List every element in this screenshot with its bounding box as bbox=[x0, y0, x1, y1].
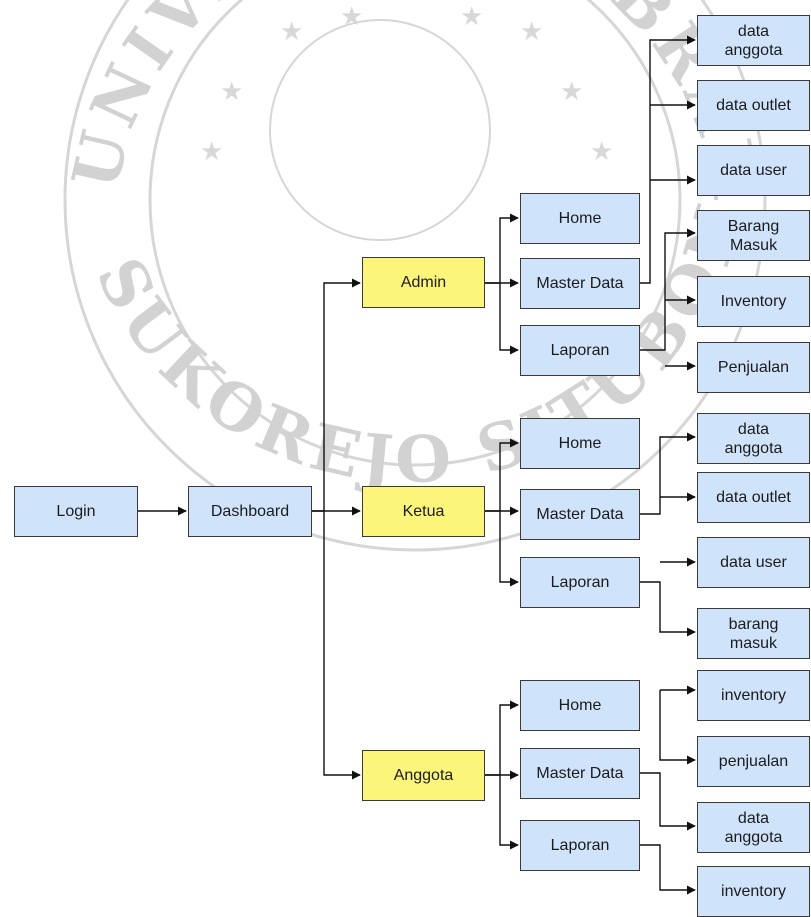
ketua-to-home-connector bbox=[485, 438, 519, 512]
anggota-inventory-node: inventory bbox=[697, 866, 810, 917]
admin-master-data-node: Master Data bbox=[520, 258, 640, 309]
ketua-laporan-node: Laporan bbox=[520, 557, 640, 608]
ketua-laporan-to-barang-masuk-connector bbox=[640, 581, 696, 637]
ketua-penjualan-node: penjualan bbox=[697, 736, 810, 787]
ketua-master-data-node: Master Data bbox=[520, 489, 640, 540]
ketua-home-node: Home bbox=[520, 418, 640, 469]
ketua-role-node: Ketua bbox=[362, 486, 485, 537]
ketua-laporan-to-penjualan-connector bbox=[659, 690, 696, 765]
dashboard-to-anggota-connector bbox=[323, 511, 361, 780]
admin-master-to-data-anggota-connector bbox=[640, 35, 696, 284]
admin-barang-masuk-node: Barang Masuk bbox=[697, 210, 810, 261]
ketua-master-to-data-anggota-connector bbox=[640, 432, 696, 515]
admin-penjualan-node: Penjualan bbox=[697, 342, 810, 393]
admin-inventory-node: Inventory bbox=[697, 276, 810, 327]
dashboard-to-admin-connector bbox=[312, 278, 361, 512]
admin-data-outlet-node: data outlet bbox=[697, 80, 810, 131]
anggota-laporan-node: Laporan bbox=[520, 820, 640, 871]
anggota-home-node: Home bbox=[520, 680, 640, 731]
anggota-laporan-to-inventory-connector bbox=[640, 844, 696, 895]
admin-data-user-node: data user bbox=[697, 145, 810, 196]
anggota-role-node: Anggota bbox=[362, 750, 485, 801]
anggota-to-home-connector bbox=[485, 700, 519, 776]
admin-data-anggota-node: data anggota bbox=[697, 15, 810, 66]
admin-laporan-node: Laporan bbox=[520, 325, 640, 376]
ketua-inventory-node: inventory bbox=[697, 670, 810, 721]
admin-to-home-connector bbox=[485, 213, 519, 284]
anggota-master-data-node: Master Data bbox=[520, 748, 640, 799]
anggota-data-anggota-node: data anggota bbox=[697, 802, 810, 853]
login-node: Login bbox=[14, 486, 138, 537]
admin-to-laporan-connector bbox=[499, 283, 519, 355]
ketua-data-anggota-node: data anggota bbox=[697, 413, 810, 464]
ketua-data-user-node: data user bbox=[697, 537, 810, 588]
ketua-barang-masuk-node: barang masuk bbox=[697, 608, 810, 659]
admin-role-node: Admin bbox=[362, 257, 485, 308]
ketua-to-laporan-connector bbox=[499, 511, 519, 587]
dashboard-node: Dashboard bbox=[188, 486, 312, 537]
admin-laporan-to-barang-masuk-connector bbox=[640, 228, 696, 351]
anggota-master-to-data-anggota-connector bbox=[640, 772, 696, 831]
anggota-to-laporan-connector bbox=[499, 775, 519, 850]
admin-home-node: Home bbox=[520, 193, 640, 244]
ketua-data-outlet-node: data outlet bbox=[697, 472, 810, 523]
